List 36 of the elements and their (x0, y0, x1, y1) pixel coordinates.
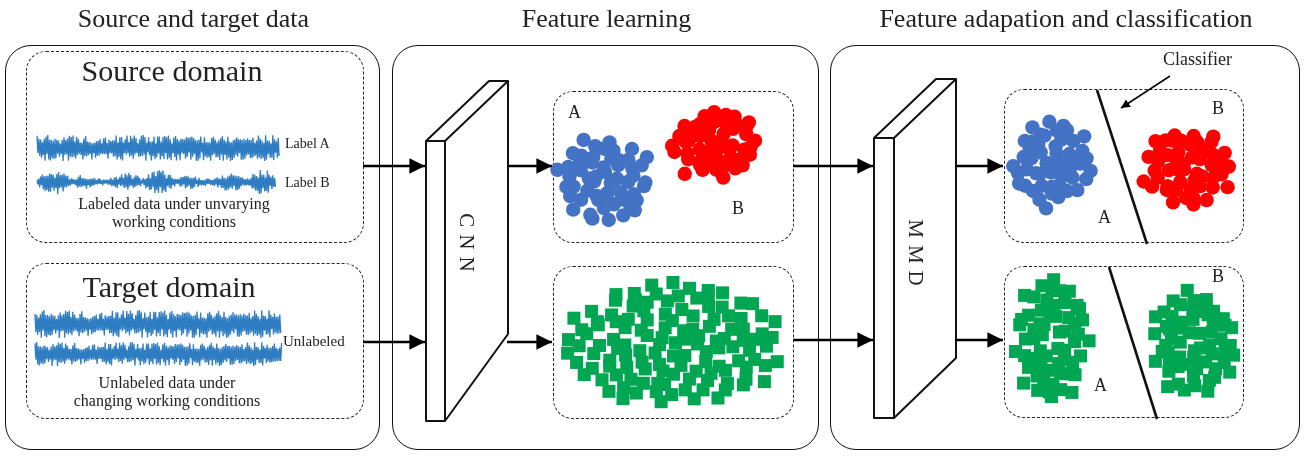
arrow (793, 158, 873, 174)
arrow (507, 158, 552, 174)
panel-title: Feature learning (520, 4, 693, 34)
class-label: B (732, 198, 745, 219)
data-label: Label A (285, 136, 331, 153)
class-label: A (1094, 375, 1108, 396)
description-text: Labeled data under unvarying working conditions (77, 195, 271, 232)
arrow (363, 158, 425, 174)
data-label: Unlabeled (283, 333, 346, 351)
description-text: Unlabeled data under changing working conditions (72, 374, 262, 411)
class-label: A (568, 102, 582, 123)
section-title: Source domain (80, 54, 264, 89)
arrow (955, 158, 1003, 174)
layer-label: CNN (454, 213, 480, 279)
arrow (1120, 75, 1171, 109)
layer-slab (874, 79, 956, 418)
arrow (363, 334, 425, 350)
dashed-box (26, 51, 364, 243)
arrow (955, 332, 1003, 348)
layer-slab (426, 81, 508, 421)
class-label: B (1212, 266, 1225, 287)
dashed-box (1004, 89, 1244, 243)
dashed-box (553, 91, 794, 243)
data-label: Label B (285, 175, 331, 192)
dashed-box (553, 266, 794, 419)
dashed-box (1004, 266, 1244, 418)
annotation-text: Classifier (1163, 49, 1233, 70)
panel-title: Feature adapation and classification (878, 4, 1254, 34)
layer-label: MMD (903, 219, 929, 293)
panel-title: Source and target data (76, 4, 311, 34)
dashed-box (26, 263, 364, 419)
class-label: B (1212, 98, 1225, 119)
class-label: A (1098, 207, 1112, 228)
arrow (507, 334, 552, 350)
section-title: Target domain (81, 270, 257, 305)
arrow (793, 332, 873, 348)
